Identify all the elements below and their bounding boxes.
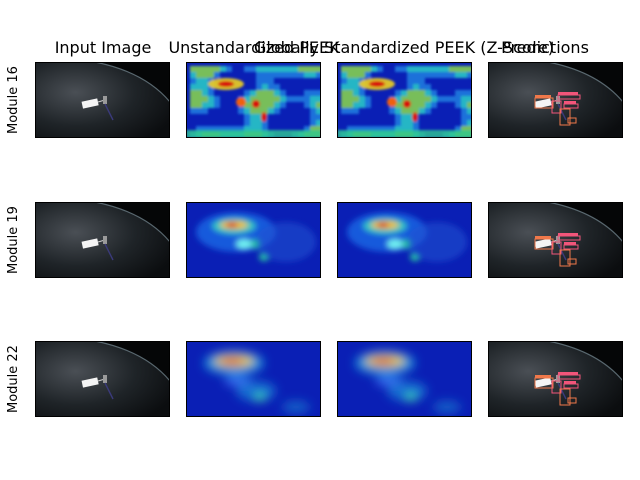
unstandardized-heatmap-panel [186, 62, 321, 138]
column-title-predictions: Predictions [501, 38, 589, 57]
global-standardized-heatmap-panel [337, 62, 472, 138]
predictions-panel [488, 202, 623, 278]
row-label-module-19: Module 19 [6, 206, 21, 274]
column-title-input: Input Image [54, 38, 152, 57]
global-standardized-heatmap-panel [337, 202, 472, 278]
column-title-unstandardized: Unstandardized PEEK [168, 38, 340, 57]
input-image-panel [35, 202, 170, 278]
row-label-module-16: Module 16 [6, 66, 21, 134]
global-standardized-heatmap-panel [337, 341, 472, 417]
unstandardized-heatmap-panel [186, 202, 321, 278]
unstandardized-heatmap-panel [186, 341, 321, 417]
predictions-panel [488, 341, 623, 417]
row-label-module-22: Module 22 [6, 345, 21, 413]
input-image-panel [35, 62, 170, 138]
input-image-panel [35, 341, 170, 417]
predictions-panel [488, 62, 623, 138]
column-title-global: Globally Standardized PEEK (Z-Score) [254, 38, 554, 57]
